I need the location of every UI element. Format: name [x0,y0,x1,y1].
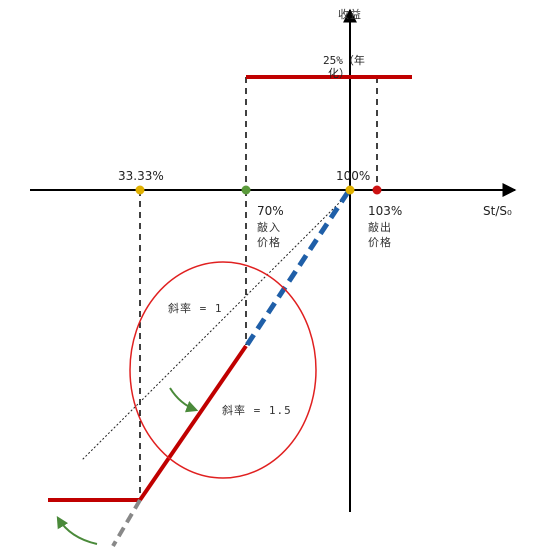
marker-dot-103 [372,185,382,195]
marker-label-100: 100% [336,169,370,183]
marker-dot-100 [345,185,355,195]
y-axis-label: 收益 [338,7,362,21]
knock-in-label: 价格 [257,235,281,249]
slope-1-line [81,191,351,461]
coupon-label: 化） [328,66,350,80]
knock-out-label: 敲出 [368,220,392,234]
green-arrow-icon [169,387,199,413]
marker-dot-33 [135,185,145,195]
knock-out-label: 价格 [368,235,392,249]
marker-label-33: 33.33% [118,169,164,183]
slope-15-label: 斜率 = 1.5 [222,403,292,417]
marker-label-103: 103% [368,204,402,218]
payoff-grey-extension [111,498,142,548]
payoff-dashed-segment [244,190,351,347]
marker-label-70: 70% [257,204,284,218]
highlight-circle [129,261,317,479]
payoff-solid-segment [138,344,248,502]
knock-in-label: 敲入 [257,220,281,234]
x-axis-label: St/S₀ [483,204,512,218]
slope-1-label: 斜率 = 1 [168,301,223,315]
marker-dot-70 [241,185,251,195]
green-arrow-icon [56,515,98,545]
coupon-label: 25%（年 [323,53,365,67]
